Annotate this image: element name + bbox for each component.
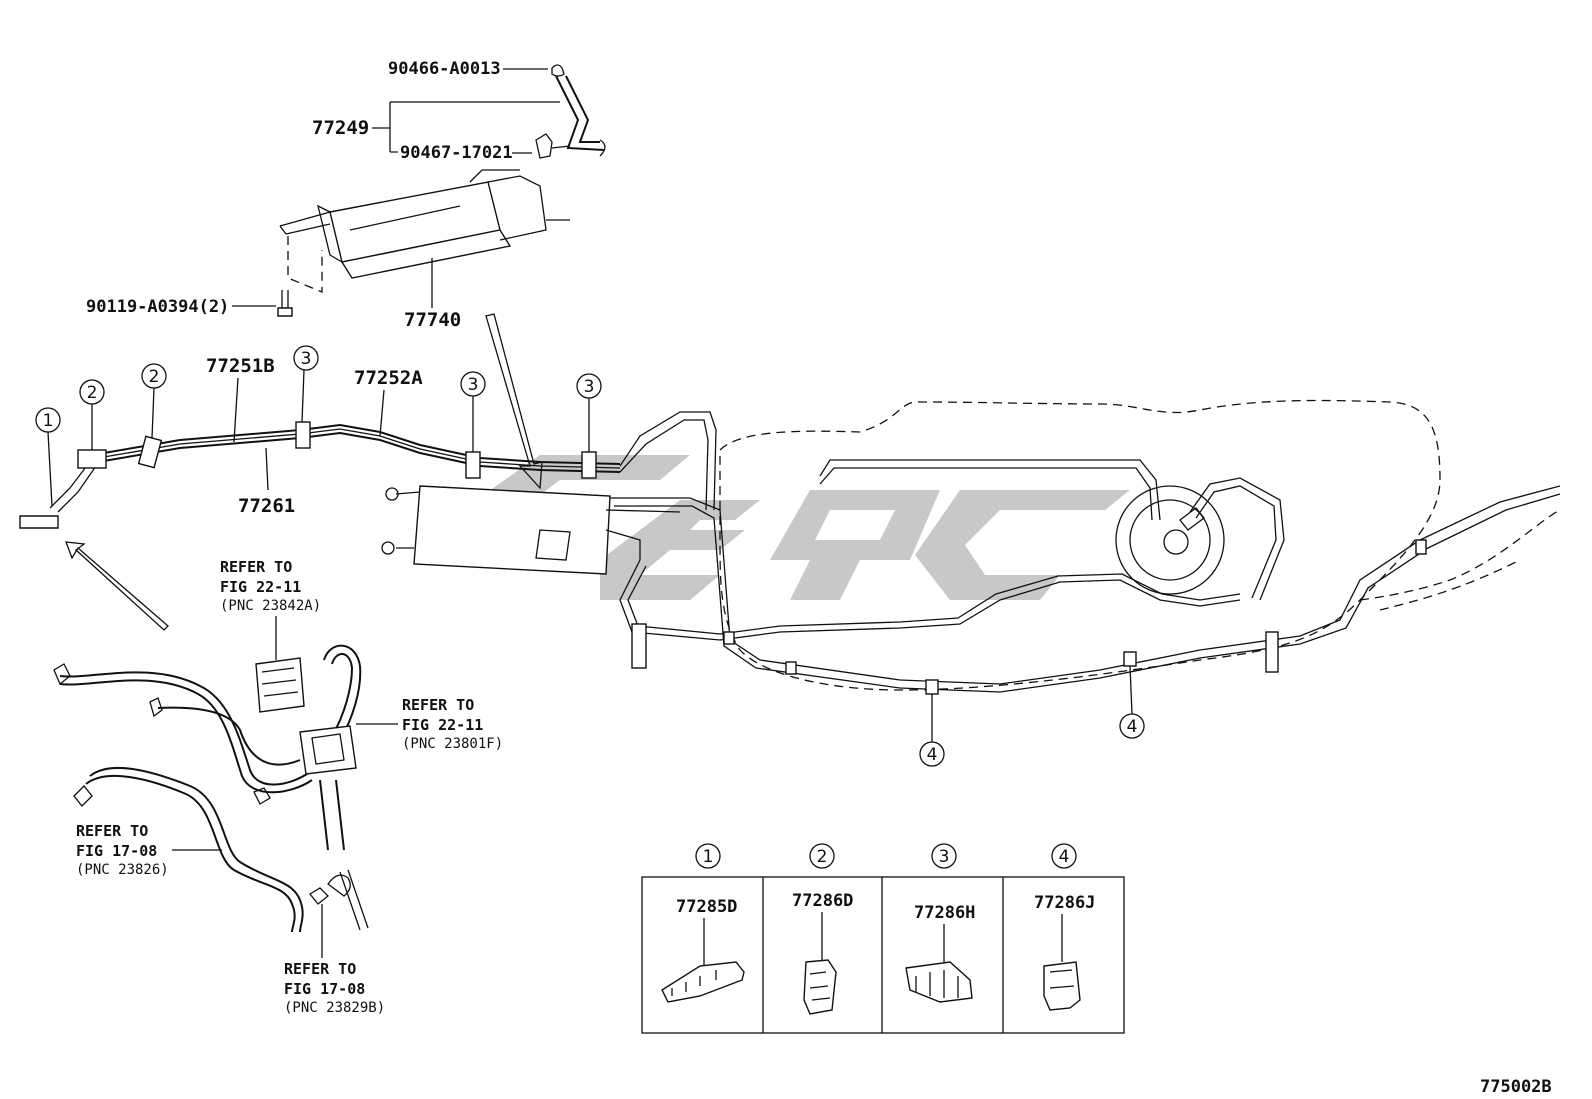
clip-on-line — [723, 631, 735, 645]
clip-on-line — [1415, 539, 1427, 555]
reference-line1: REFER TO — [220, 558, 292, 576]
reference-line3: (PNC 23842A) — [220, 598, 321, 614]
callout-1: 1 — [35, 407, 61, 507]
svg-text:4: 4 — [1059, 847, 1070, 867]
clip-legend: 1 2 3 4 77285D 77286D 77286H 77286J — [641, 843, 1125, 1034]
callout-3: 3 — [293, 345, 319, 423]
hose-cluster — [53, 644, 369, 933]
clip-2 — [137, 435, 163, 469]
reference-line2: FIG 17-08 — [284, 980, 365, 998]
part-number-77251b: 77251B — [206, 355, 275, 377]
bracket-leader — [372, 101, 560, 153]
clip-icon — [1043, 961, 1081, 1011]
callout-4: 4 — [919, 694, 945, 767]
reference-line1: REFER TO — [284, 960, 356, 978]
part-number-90467: 90467-17021 — [400, 143, 513, 163]
clip-icon — [905, 961, 973, 1003]
part-number-90466: 90466-A0013 — [388, 59, 501, 79]
reference-line3: (PNC 23826) — [76, 862, 169, 878]
reference-line1: REFER TO — [402, 696, 474, 714]
direction-arrow — [65, 541, 169, 631]
reference-line2: FIG 17-08 — [76, 842, 157, 860]
clip-4 — [1123, 651, 1137, 667]
clip-icon — [661, 961, 745, 1003]
clip-on-line — [785, 661, 797, 675]
figure-code: 775002B — [1480, 1077, 1552, 1097]
fuel-pump-assembly — [1115, 485, 1225, 595]
svg-text:3: 3 — [584, 377, 595, 397]
clip-on-line — [1265, 631, 1279, 673]
reference-line2: FIG 22-11 — [402, 716, 483, 734]
svg-text:4: 4 — [1127, 717, 1138, 737]
callout-2: 2 — [141, 363, 167, 439]
callout-3: 3 — [460, 371, 486, 452]
svg-text:2: 2 — [87, 383, 98, 403]
callout-2: 2 — [79, 379, 105, 450]
reference-line2: FIG 22-11 — [220, 578, 301, 596]
svg-text:4: 4 — [927, 745, 938, 765]
canister-installed — [381, 485, 681, 575]
reference-line3: (PNC 23801F) — [402, 736, 503, 752]
direction-arrow — [485, 313, 543, 490]
legend-part-77286h: 77286H — [914, 903, 975, 923]
reference-line1: REFER TO — [76, 822, 148, 840]
clip-on-line — [631, 623, 647, 669]
reference-line3: (PNC 23829B) — [284, 1000, 385, 1016]
legend-part-77285d: 77285D — [676, 897, 737, 917]
legend-part-77286d: 77286D — [792, 891, 853, 911]
svg-text:3: 3 — [301, 349, 312, 369]
part-number-77252a: 77252A — [354, 367, 423, 389]
svg-text:1: 1 — [43, 411, 54, 431]
clip-3 — [465, 451, 481, 479]
part-number-90119: 90119-A0394(2) — [86, 297, 229, 317]
svg-text:3: 3 — [939, 847, 950, 867]
part-number-77249: 77249 — [312, 117, 369, 139]
clip-3 — [295, 421, 311, 449]
hose-assembly-77249 — [535, 64, 606, 159]
canister-77740 — [279, 169, 570, 293]
clip-3 — [581, 451, 597, 479]
svg-text:1: 1 — [703, 847, 714, 867]
svg-text:2: 2 — [149, 367, 160, 387]
part-number-77740: 77740 — [404, 309, 461, 331]
svg-text:3: 3 — [468, 375, 479, 395]
fuel-tank-outline — [719, 399, 1561, 691]
svg-text:2: 2 — [817, 847, 828, 867]
clip-1 — [77, 449, 107, 469]
clip-4 — [925, 679, 939, 695]
leader-line — [233, 377, 239, 443]
bolt-icon — [277, 290, 293, 317]
callout-3: 3 — [576, 373, 602, 452]
leader-line — [265, 447, 269, 491]
part-number-77261: 77261 — [238, 495, 295, 517]
leader-line — [379, 389, 385, 437]
callout-4: 4 — [1119, 665, 1145, 739]
legend-part-77286j: 77286J — [1034, 893, 1095, 913]
